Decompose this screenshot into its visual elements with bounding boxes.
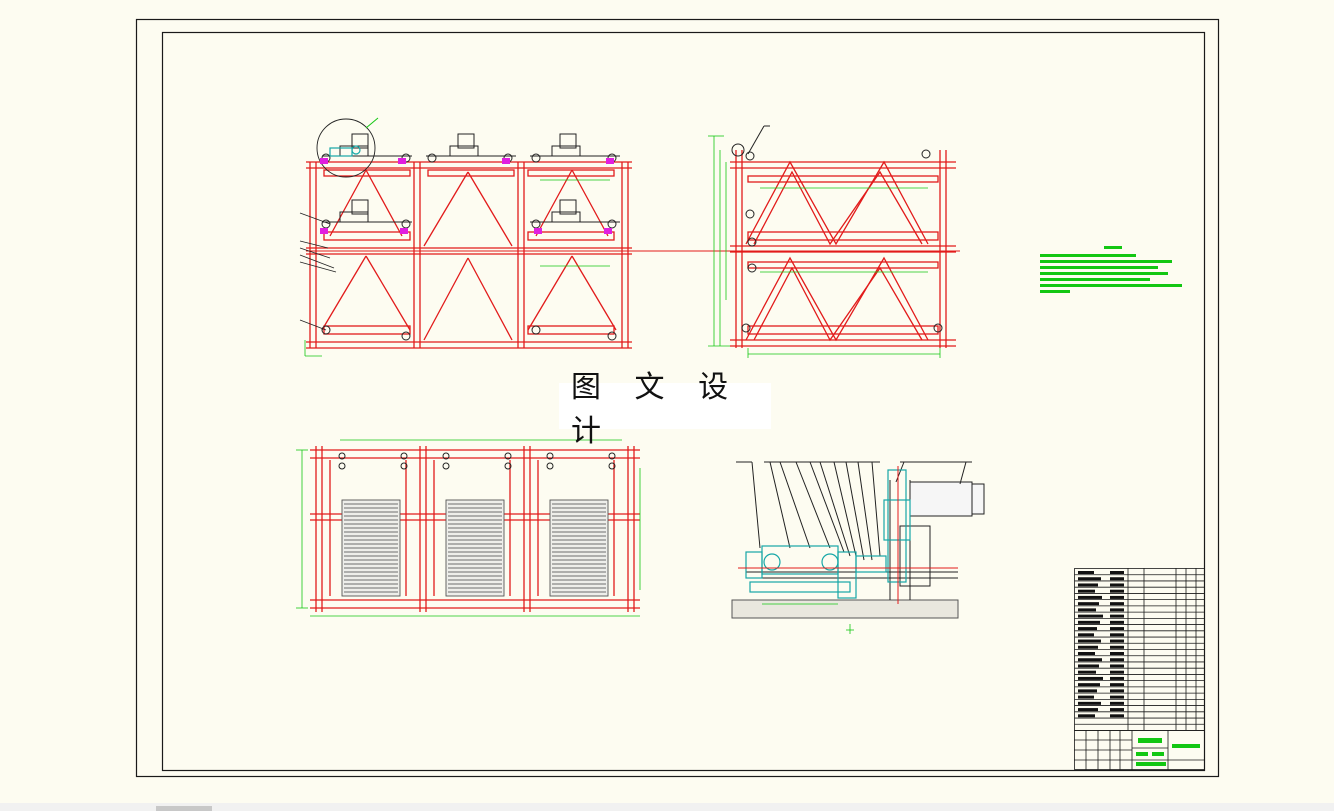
parts-list-entry-text: [1078, 676, 1103, 680]
parts-list-entry-text: [1078, 577, 1101, 581]
parts-list-entry-text: [1078, 708, 1098, 712]
parts-list-entry-text: [1078, 645, 1098, 649]
horizontal-scrollbar[interactable]: [0, 803, 1334, 811]
parts-list-entry-text: [1110, 701, 1124, 705]
parts-list-entry-text: [1078, 627, 1097, 631]
parts-list-entry-text: [1110, 670, 1124, 674]
parts-list-entry-text: [1110, 639, 1124, 643]
parts-list-entry-text: [1110, 577, 1124, 581]
parts-list-entry-text: [1110, 633, 1124, 637]
parts-list-entry-text: [1110, 627, 1124, 631]
parts-list-entry-text: [1110, 645, 1124, 649]
front-view: [306, 161, 960, 349]
technical-requirements: [1040, 246, 1182, 293]
parts-list-entry-text: [1078, 670, 1096, 674]
top-view-pallet-slats: [344, 503, 606, 593]
parts-list-entry-text: [1078, 571, 1094, 574]
side-view-mechanisms: [731, 125, 943, 333]
parts-list-entry-text: [1110, 608, 1124, 612]
parts-list-table: [1074, 568, 1205, 731]
parts-list-entry-text: [1110, 683, 1124, 687]
parts-list-entry-text: [1078, 639, 1101, 643]
parts-list-entry-text: [1078, 695, 1094, 699]
parts-list-entry-text: [1110, 620, 1124, 624]
parts-list-entry-text: [1110, 658, 1124, 662]
side-view: [730, 150, 956, 348]
parts-list-entry-text: [1078, 658, 1102, 662]
inner-drawing-frame: [161, 31, 1206, 772]
parts-list-entry-text: [1110, 583, 1124, 587]
parts-list-entry-text: [1078, 701, 1101, 705]
parts-list-entry-text: [1078, 614, 1103, 618]
parts-list-entry-text: [1078, 583, 1098, 587]
parts-list-entry-text: [1110, 595, 1124, 599]
parts-list-entry-text: [1110, 664, 1124, 668]
title-block: [1074, 730, 1205, 770]
parts-list-entry-text: [1078, 689, 1097, 693]
front-view-highlights: [320, 158, 614, 234]
parts-list-entry-text: [1110, 676, 1124, 680]
front-view-cyan-parts: [329, 145, 361, 157]
top-view-fixtures: [338, 452, 616, 470]
front-view-mechanisms: [316, 117, 620, 341]
parts-list-entry-text: [1078, 602, 1099, 606]
drive-detail-red-lines: [738, 466, 958, 604]
parts-list-entry-text: [1110, 695, 1124, 699]
drive-detail-dimensions: [762, 603, 854, 634]
parts-list-entry-text: [1078, 595, 1102, 599]
parts-list-entry-text: [1078, 633, 1094, 637]
side-view-dimensions: [708, 135, 941, 358]
parts-list-entry-text: [1110, 602, 1124, 606]
parts-list-entry-text: [1078, 620, 1100, 624]
parts-list-entry-text: [1110, 689, 1124, 693]
front-view-leaders: [299, 212, 337, 331]
front-view-dimensions: [304, 179, 610, 357]
drive-detail-cyan-parts: [745, 469, 911, 599]
parts-list-entry-text: [1110, 589, 1124, 593]
scrollbar-thumb[interactable]: [156, 806, 212, 811]
drive-detail-view: [731, 461, 985, 619]
parts-list-entry-text: [1078, 683, 1100, 687]
top-view-dimensions: [296, 439, 641, 617]
parts-list-entry-text: [1110, 714, 1124, 718]
parts-list-entry-text: [1078, 608, 1096, 612]
outer-sheet-border: [135, 18, 1220, 778]
parts-list-entry-text: [1110, 614, 1124, 618]
parts-list-entry-text: [1110, 571, 1124, 574]
parts-list-entry-text: [1078, 589, 1095, 593]
watermark-label: 图 文 设 计: [559, 370, 771, 449]
parts-list-entry-text: [1078, 714, 1095, 718]
parts-list-entry-text: [1110, 708, 1124, 712]
parts-list-entry-text: [1110, 652, 1124, 655]
parts-list-entry-text: [1078, 652, 1095, 655]
parts-list-entry-text: [1078, 664, 1099, 668]
